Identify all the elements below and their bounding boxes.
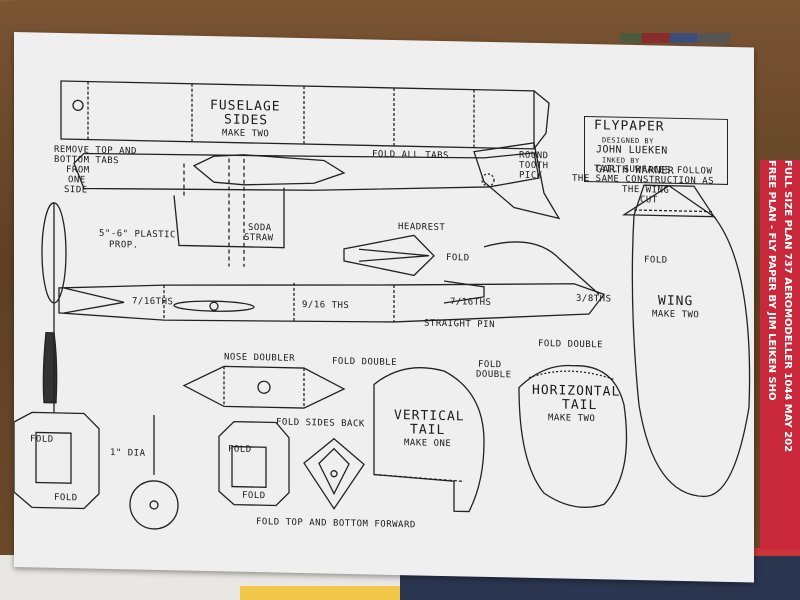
vertical-make-one-label: MAKE ONE [404, 438, 452, 450]
cut-label: CUT [640, 195, 658, 206]
soda-straw-line2: STRAW [244, 232, 274, 244]
round-toothpick-line2: TOOTH [519, 160, 549, 172]
nose-doubler-label: NOSE DOUBLER [224, 352, 296, 364]
dim-3-8: 3/8THS [576, 293, 612, 305]
magazine-yellow-strip [240, 586, 400, 600]
one-inch-dia-label: 1" DIA [110, 448, 146, 459]
plan-title: FLYPAPER [594, 118, 665, 135]
make-two-label: MAKE TWO [222, 128, 270, 140]
remove-tabs-line4: ONE [68, 175, 86, 186]
round-toothpick-label: ROUND [519, 150, 549, 162]
nose-doubler-outline [182, 365, 346, 409]
wing-label: WING [658, 293, 694, 310]
plastic-prop-line2: PROP. [109, 239, 139, 251]
fold-label-c: FOLD [228, 444, 252, 455]
fold-label-a: FOLD [30, 434, 54, 445]
wing-fold-label: FOLD [644, 255, 668, 266]
part-1-outline [14, 411, 100, 510]
headrest-label: HEADREST [398, 222, 446, 234]
horizontal-make-two-label: MAKE TWO [548, 413, 596, 425]
remove-tabs-line5: SIDE [64, 185, 88, 196]
fold-label-b: FOLD [54, 492, 78, 504]
dim-7-16-b: 7/16THS [450, 297, 492, 309]
straight-pin-label: STRAIGHT PIN [424, 318, 496, 331]
dim-9-16: 9/16 THS [302, 300, 350, 312]
horizontal-tail-line2: TAIL [562, 397, 598, 414]
wing-make-two-label: MAKE TWO [652, 309, 700, 321]
sides-label: SIDES [224, 112, 269, 129]
dim-7-16-a: 7/16THS [132, 296, 174, 308]
designer-name: JOHN LUEKEN [596, 144, 668, 157]
round-toothpick-line3: PICK [519, 170, 543, 182]
fold-double-label: FOLD DOUBLE [332, 356, 398, 369]
plastic-prop-label: 5"-6" PLASTIC [99, 228, 176, 241]
magazine-color-bar [620, 33, 730, 43]
fold-sides-back-label: FOLD SIDES BACK [276, 417, 365, 430]
propeller-tail [42, 332, 58, 404]
fuselage-sides-outline [60, 80, 535, 150]
headrest-fold-label: FOLD [446, 253, 470, 264]
part-2-outline [218, 420, 290, 507]
banner-line-2: FULL SIZE PLAN 737 AEROMODELLER 1044 MAY… [782, 160, 793, 453]
banner-line-1: FREE PLAN - FLY PAPER BY JIM LEIKEN SHO [766, 160, 777, 401]
free-plan-banner: FREE PLAN - FLY PAPER BY JIM LEIKEN SHO … [760, 160, 800, 550]
soda-straw-label: SODA [248, 222, 272, 234]
remove-tabs-line2: BOTTOM TABS [54, 154, 120, 167]
plan-sheet: FLYPAPER DESIGNED BY JOHN LUEKEN INKED B… [14, 32, 754, 583]
wheel-disc [129, 480, 179, 530]
fold-all-tabs-label: FOLD ALL TABS [372, 149, 449, 162]
fold-label-d: FOLD [242, 490, 266, 502]
vertical-tail-outline [373, 367, 485, 513]
wing-fold-double-label: FOLD DOUBLE [538, 338, 604, 351]
horizontal-tail-outline [518, 364, 628, 508]
remove-tabs-line3: FROM [66, 165, 90, 176]
headrest-outline [343, 234, 435, 277]
part-3-outline [303, 437, 365, 510]
plan-drawing [14, 80, 751, 530]
main-fuselage [58, 283, 606, 323]
fuselage-side-body [73, 152, 540, 191]
tail-fold-label: FOLD [478, 359, 502, 371]
tail-note-line3: THE WING [622, 184, 670, 196]
vertical-tail-line2: TAIL [410, 422, 446, 439]
tail-fold-double-label: DOUBLE [476, 369, 512, 381]
fuselage-hole [72, 99, 84, 111]
wing-outline [631, 184, 751, 498]
